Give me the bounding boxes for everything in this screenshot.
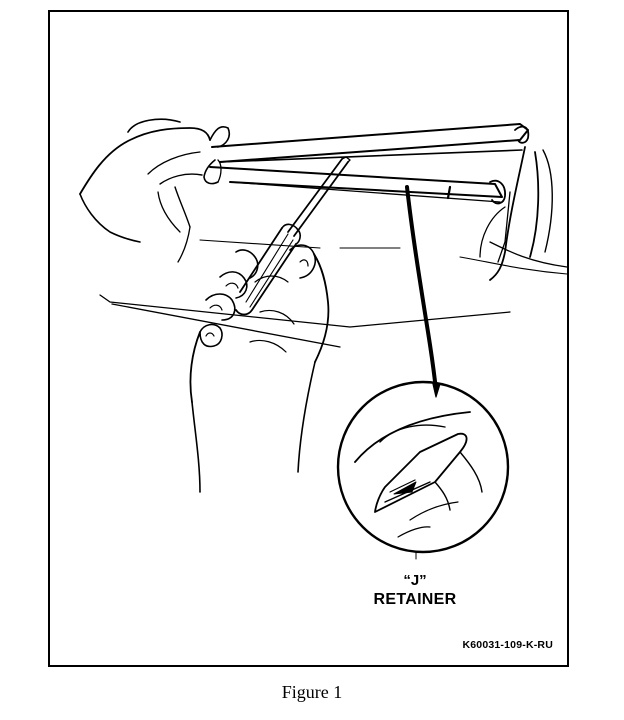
- roof-rail-weatherstrip: [210, 124, 552, 280]
- callout-quote: “J”: [403, 572, 427, 589]
- part-number: K60031-109-K-RU: [462, 639, 553, 651]
- body-panel: [100, 240, 567, 347]
- right-hand-drawing: [190, 245, 328, 492]
- figure-frame: “J” RETAINER K60031-109-K-RU: [48, 10, 569, 667]
- leader-line: [407, 187, 440, 397]
- detail-magnifier: [338, 382, 508, 552]
- left-hand-drawing: [80, 119, 229, 262]
- callout-label: “J” RETAINER: [350, 572, 480, 622]
- callout-retainer-text: RETAINER: [373, 591, 457, 608]
- technical-illustration: [50, 12, 567, 665]
- figure-caption: Figure 1: [281, 682, 343, 702]
- screwdriver-drawing: [236, 157, 350, 315]
